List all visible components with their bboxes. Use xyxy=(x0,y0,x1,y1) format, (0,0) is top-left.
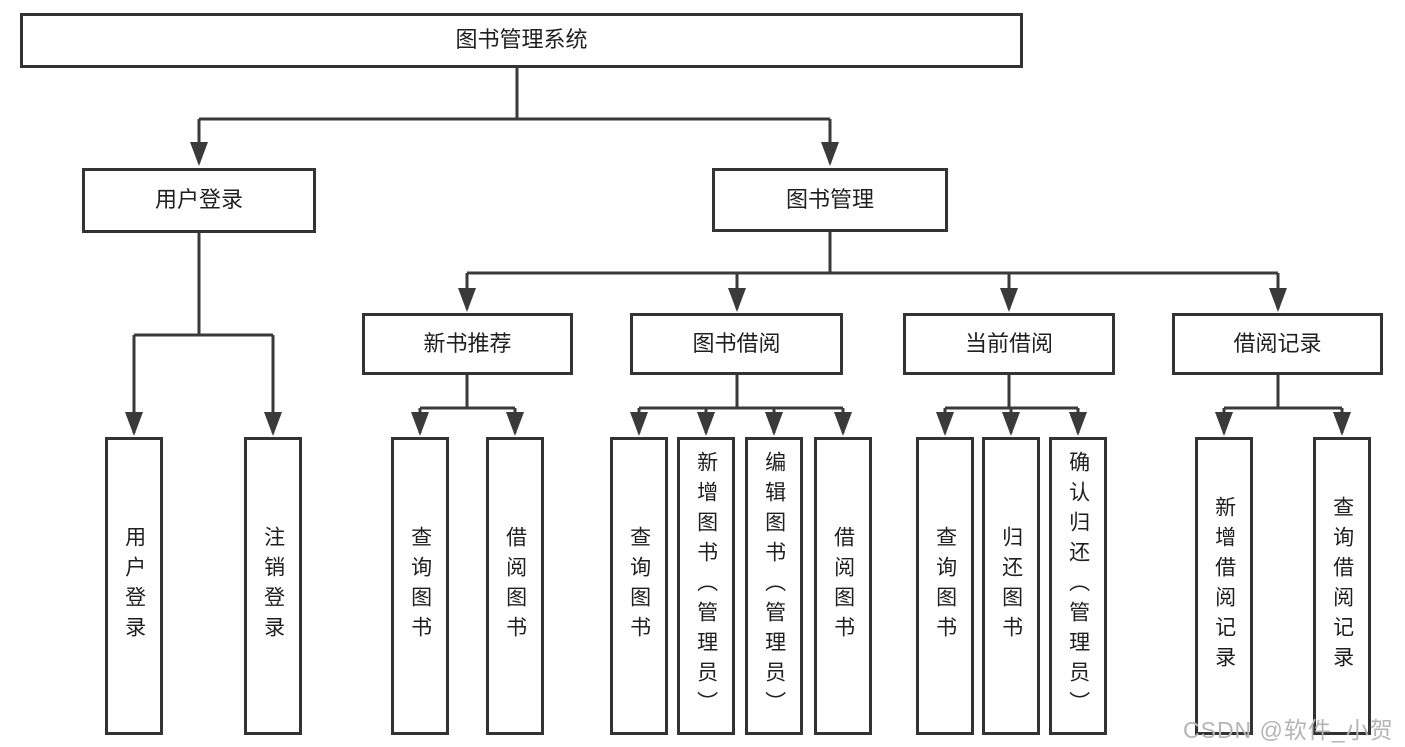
leaf-current-confirm: 确认归还（管理员） xyxy=(1049,437,1107,735)
leaf-borrow-add: 新增图书（管理员） xyxy=(677,437,735,735)
edge-new-book-children xyxy=(411,375,524,436)
leaf-borrow-borrow: 借阅图书 xyxy=(814,437,872,735)
leaf-borrow-query: 查询图书 xyxy=(610,437,668,735)
leaf-new-book-query: 查询图书 xyxy=(391,437,449,735)
node-new-book-rec: 新书推荐 xyxy=(362,313,573,375)
leaf-current-query: 查询图书 xyxy=(916,437,974,735)
node-current-borrow: 当前借阅 xyxy=(903,313,1115,375)
edge-book-borrow-children xyxy=(630,375,852,436)
leaf-new-book-borrow: 借阅图书 xyxy=(486,437,544,735)
edge-user-login-children xyxy=(125,233,282,436)
node-book-borrow: 图书借阅 xyxy=(630,313,843,375)
leaf-record-query: 查询借阅记录 xyxy=(1313,437,1371,735)
edge-root-to-level2 xyxy=(190,67,839,166)
leaf-logout: 注销登录 xyxy=(244,437,302,735)
node-book-mgmt: 图书管理 xyxy=(712,168,948,232)
leaf-borrow-edit: 编辑图书（管理员） xyxy=(745,437,803,735)
node-root: 图书管理系统 xyxy=(20,13,1023,68)
node-user-login: 用户登录 xyxy=(82,168,316,233)
edge-borrow-record-children xyxy=(1215,375,1351,436)
node-borrow-record: 借阅记录 xyxy=(1172,313,1383,375)
leaf-current-return: 归还图书 xyxy=(982,437,1040,735)
edge-book-mgmt-children xyxy=(458,232,1287,312)
leaf-user-login: 用户登录 xyxy=(105,437,163,735)
leaf-record-add: 新增借阅记录 xyxy=(1195,437,1253,735)
edge-current-borrow-children xyxy=(936,375,1087,436)
